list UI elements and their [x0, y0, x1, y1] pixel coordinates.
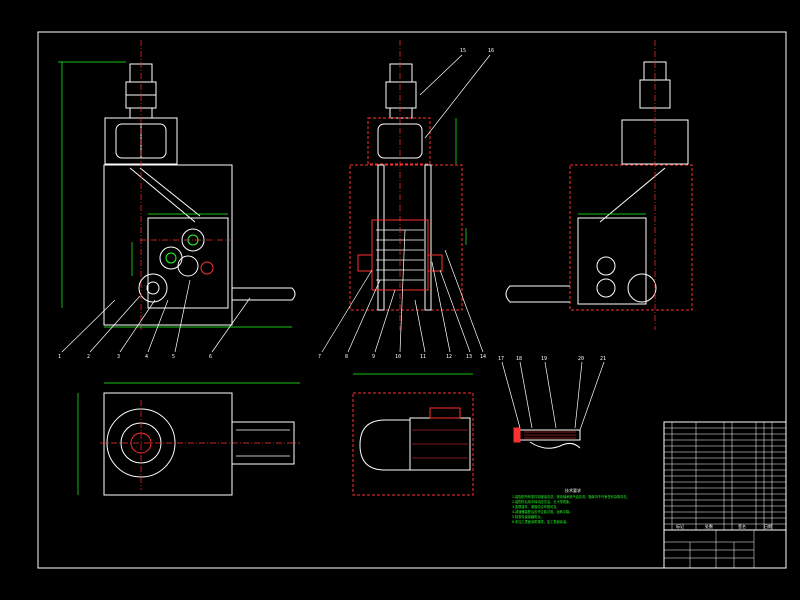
detail-callout-18: 18 [516, 356, 522, 362]
front-callout-5: 5 [172, 354, 175, 360]
side-callout-leaders [321, 54, 491, 353]
front-callout-1: 1 [58, 354, 61, 360]
note-line-6: 6.未加工表面涂防锈漆，加工表面涂油。 [512, 519, 569, 524]
right-discharge-tube [505, 285, 570, 303]
title-block-frame [663, 529, 787, 569]
front-main-box [103, 164, 233, 326]
side-main-box [349, 164, 463, 311]
top-view [77, 382, 300, 496]
side-bearing-right [427, 254, 443, 272]
section-arch [359, 419, 410, 471]
detail-part: 17 18 19 20 21 [498, 356, 606, 449]
section-roller-lines [412, 429, 468, 459]
side-callout-9: 9 [372, 354, 375, 360]
front-roller-small [200, 261, 214, 275]
side-motor-flange [389, 107, 413, 119]
note-line-2: 2.装配好后用手转动应灵活，无卡滞现象。 [512, 499, 572, 504]
right-roller-2 [596, 278, 616, 298]
section-view [352, 373, 474, 496]
right-main-box [569, 164, 693, 311]
front-roller-right [177, 255, 199, 277]
note-line-1: 1.装配前所有零件用煤油清洗，滚动轴承用汽油清洗，箱体内不许有任何杂物存在。 [512, 494, 630, 499]
right-gear-plate [577, 217, 647, 305]
note-line-3: 3.各联接件、紧固件应牢固可靠。 [512, 504, 560, 509]
front-callout-4: 4 [145, 354, 148, 360]
front-callout-3: 3 [117, 354, 120, 360]
front-view: 1 2 3 4 5 6 [58, 40, 296, 360]
detail-end-left [513, 427, 521, 443]
side-inner-right [424, 164, 432, 311]
technical-notes: 技术要求 1.装配前所有零件用煤油清洗，滚动轴承用汽油清洗，箱体内不许有任何杂物… [512, 487, 630, 524]
notes-title: 技术要求 [565, 487, 581, 493]
front-gear-large-hub [146, 281, 160, 295]
detail-callout-17: 17 [498, 356, 504, 362]
side-callout-8: 8 [345, 354, 348, 360]
side-housing [367, 117, 431, 165]
detail-callout-19: 19 [541, 356, 547, 362]
front-gear-plate [147, 217, 229, 309]
front-callout-6: 6 [209, 354, 212, 360]
right-chute [599, 167, 666, 223]
side-view: 7 8 9 10 11 12 13 14 15 16 [318, 40, 494, 360]
side-callout-15: 15 [460, 48, 466, 54]
section-box [352, 392, 474, 496]
side-callout-13: 13 [466, 354, 472, 360]
front-gear-large [138, 273, 168, 303]
detail-callout-21: 21 [600, 356, 606, 362]
side-callout-11: 11 [420, 354, 426, 360]
right-view [505, 40, 693, 330]
title-block-grid [664, 530, 755, 568]
top-view-tube [231, 421, 295, 465]
side-inner-left [377, 164, 385, 311]
front-roller-mid [159, 246, 183, 270]
parts-list-rows [664, 427, 786, 525]
right-gear-large [627, 273, 657, 303]
parts-list: 标记 处数 签名 日期 [663, 421, 787, 569]
side-callout-12: 12 [446, 354, 452, 360]
note-line-4: 4.减速器装配后应作空载试验，运转平稳。 [512, 509, 572, 514]
side-motor-body [385, 81, 417, 109]
side-callout-10: 10 [395, 354, 401, 360]
parts-list-cols [671, 422, 773, 530]
title-block-sign: 签名 [738, 523, 746, 529]
front-chute-2 [139, 167, 201, 217]
section-bracket [429, 407, 461, 419]
right-roller-1 [596, 256, 616, 276]
front-roller-mid-hub [165, 252, 177, 264]
title-block-date: 日期 [764, 523, 772, 529]
side-motor-top [389, 63, 413, 83]
detail-hatching [524, 431, 576, 439]
detail-break-line [529, 441, 581, 449]
detail-callout-20: 20 [578, 356, 584, 362]
side-callout-14: 14 [480, 354, 486, 360]
detail-callout-leaders [501, 361, 605, 431]
title-block-mark: 标记 [676, 523, 684, 529]
side-callout-16: 16 [488, 48, 494, 54]
top-view-box [103, 392, 233, 496]
side-callout-7: 7 [318, 354, 321, 360]
drawing-border [37, 31, 787, 569]
front-callout-2: 2 [87, 354, 90, 360]
side-bearing-left [357, 254, 373, 272]
front-discharge-tube [232, 287, 296, 301]
title-block-count: 处数 [705, 523, 713, 529]
note-line-5: 5.检查轮齿接触斑点。 [512, 514, 544, 519]
front-callout-leaders [61, 279, 251, 353]
